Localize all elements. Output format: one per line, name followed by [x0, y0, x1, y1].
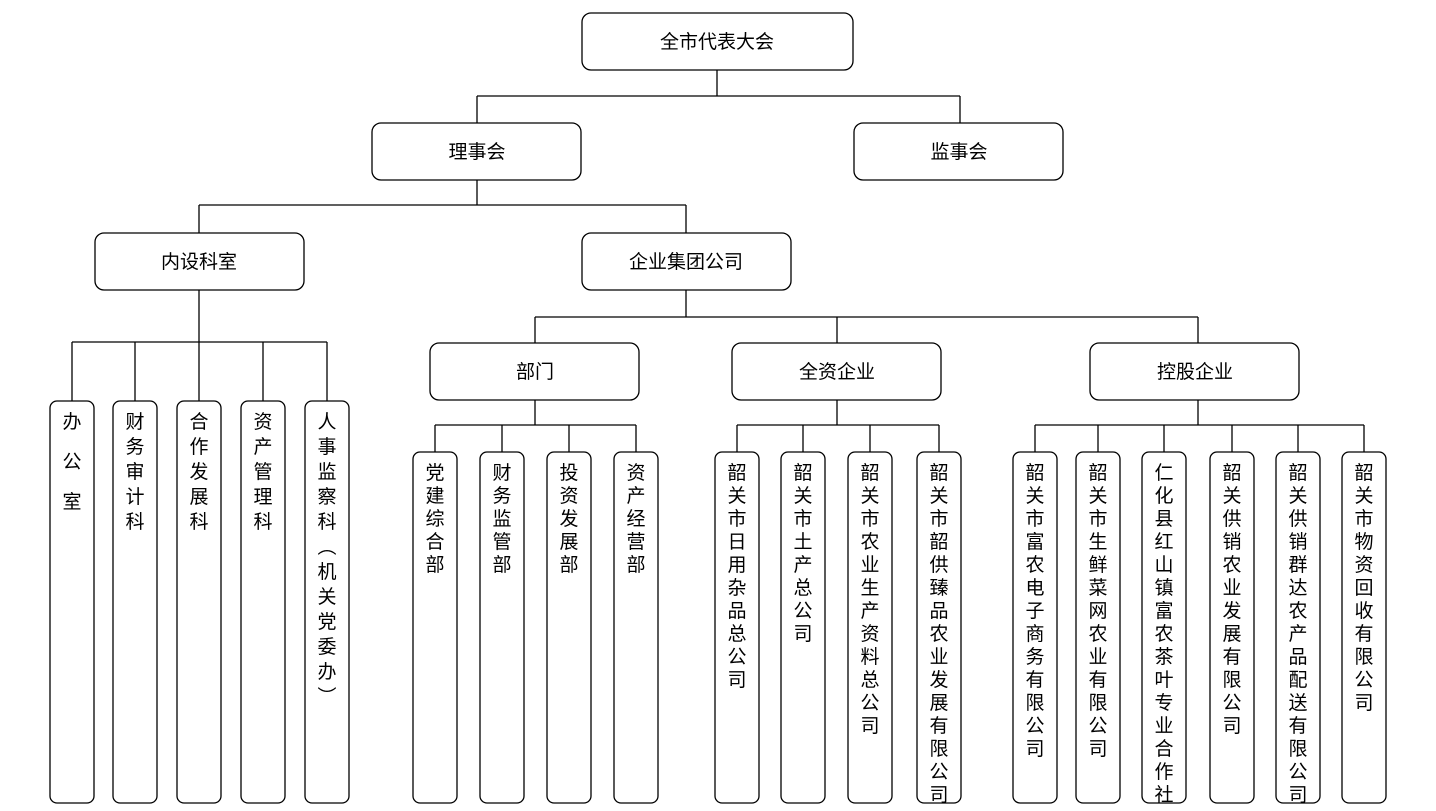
- internal-dept-node: 财务审计科: [112, 400, 158, 804]
- internal-dept-node: 合作发展科: [176, 400, 222, 804]
- holding-label: 控股企业: [1157, 361, 1233, 383]
- department-label: 投资发展部: [559, 462, 578, 576]
- wholly-owned-company-node: 韶关市韶供臻品农业发展有限公司: [916, 451, 962, 806]
- internal-offices-node: 内设科室: [94, 232, 305, 291]
- supervisory-board-node: 监事会: [853, 122, 1064, 181]
- departments-node: 部门: [429, 342, 640, 401]
- holding-company-node: 韶关市富农电子商务有限公司: [1012, 451, 1058, 804]
- council-label: 理事会: [448, 141, 505, 163]
- enterprise-group-label: 企业集团公司: [629, 251, 743, 273]
- holding-company-label: 韶关供销群达农产品配送有限公司: [1288, 462, 1307, 806]
- internal-dept-node: 人事监察科︵机关党委办︶: [304, 400, 350, 804]
- department-node: 投资发展部: [546, 451, 592, 804]
- wholly-owned-company-node: 韶关市农业生产资料总公司: [847, 451, 893, 804]
- internal-dept-label: 资产管理科: [253, 411, 272, 533]
- holding-company-label: 仁化县红山镇富农茶叶专业合作社: [1154, 462, 1173, 806]
- department-label: 党建综合部: [425, 462, 444, 576]
- council-node: 理事会: [371, 122, 582, 181]
- internal-offices-label: 内设科室: [161, 251, 237, 273]
- wholly-owned-label: 全资企业: [799, 361, 875, 383]
- wholly-owned-company-node: 韶关市土产总公司: [780, 451, 826, 804]
- holding-company-node: 韶关市生鲜菜网农业有限公司: [1075, 451, 1121, 804]
- internal-dept-node: 资产管理科: [240, 400, 286, 804]
- holding-node: 控股企业: [1089, 342, 1300, 401]
- connectors: [71, 70, 1365, 452]
- enterprise-group-node: 企业集团公司: [581, 232, 792, 291]
- supervisory-board-label: 监事会: [930, 141, 987, 163]
- wholly-owned-company-node: 韶关市日用杂品总公司: [714, 451, 760, 804]
- holding-company-label: 韶关市物资回收有限公司: [1354, 462, 1373, 714]
- department-node: 财务监管部: [479, 451, 525, 804]
- holding-company-node: 仁化县红山镇富农茶叶专业合作社: [1141, 451, 1187, 806]
- holding-company-node: 韶关市物资回收有限公司: [1341, 451, 1387, 804]
- department-label: 财务监管部: [492, 462, 511, 576]
- holding-company-node: 韶关供销农业发展有限公司: [1209, 451, 1255, 804]
- holding-company-label: 韶关市富农电子商务有限公司: [1025, 462, 1044, 760]
- holding-company-label: 韶关市生鲜菜网农业有限公司: [1088, 462, 1107, 760]
- wholly-owned-company-label: 韶关市土产总公司: [793, 462, 812, 645]
- holding-company-label: 韶关供销农业发展有限公司: [1222, 462, 1241, 737]
- vertical-nodes: 办公室 财务审计科 合作发展科 资产管理科 人事监察科︵机关党委办︶ 党建综合部 财务监管部…: [49, 400, 1387, 806]
- internal-dept-label: 财务审计科: [125, 411, 144, 533]
- internal-dept-label: 办公室: [62, 411, 81, 513]
- root-label: 全市代表大会: [660, 31, 774, 53]
- department-node: 资产经营部: [613, 451, 659, 804]
- wholly-owned-node: 全资企业: [731, 342, 942, 401]
- holding-company-node: 韶关供销群达农产品配送有限公司: [1275, 451, 1321, 806]
- root-node: 全市代表大会: [581, 12, 854, 71]
- wholly-owned-company-label: 韶关市农业生产资料总公司: [860, 462, 879, 737]
- wholly-owned-company-label: 韶关市日用杂品总公司: [727, 462, 746, 691]
- internal-dept-label: 合作发展科: [189, 411, 208, 533]
- wholly-owned-company-label: 韶关市韶供臻品农业发展有限公司: [929, 462, 948, 806]
- internal-dept-label: 人事监察科︵机关党委办︶: [317, 411, 336, 708]
- department-label: 资产经营部: [626, 462, 645, 576]
- internal-dept-node: 办公室: [49, 400, 95, 804]
- department-node: 党建综合部: [412, 451, 458, 804]
- departments-label: 部门: [516, 361, 554, 383]
